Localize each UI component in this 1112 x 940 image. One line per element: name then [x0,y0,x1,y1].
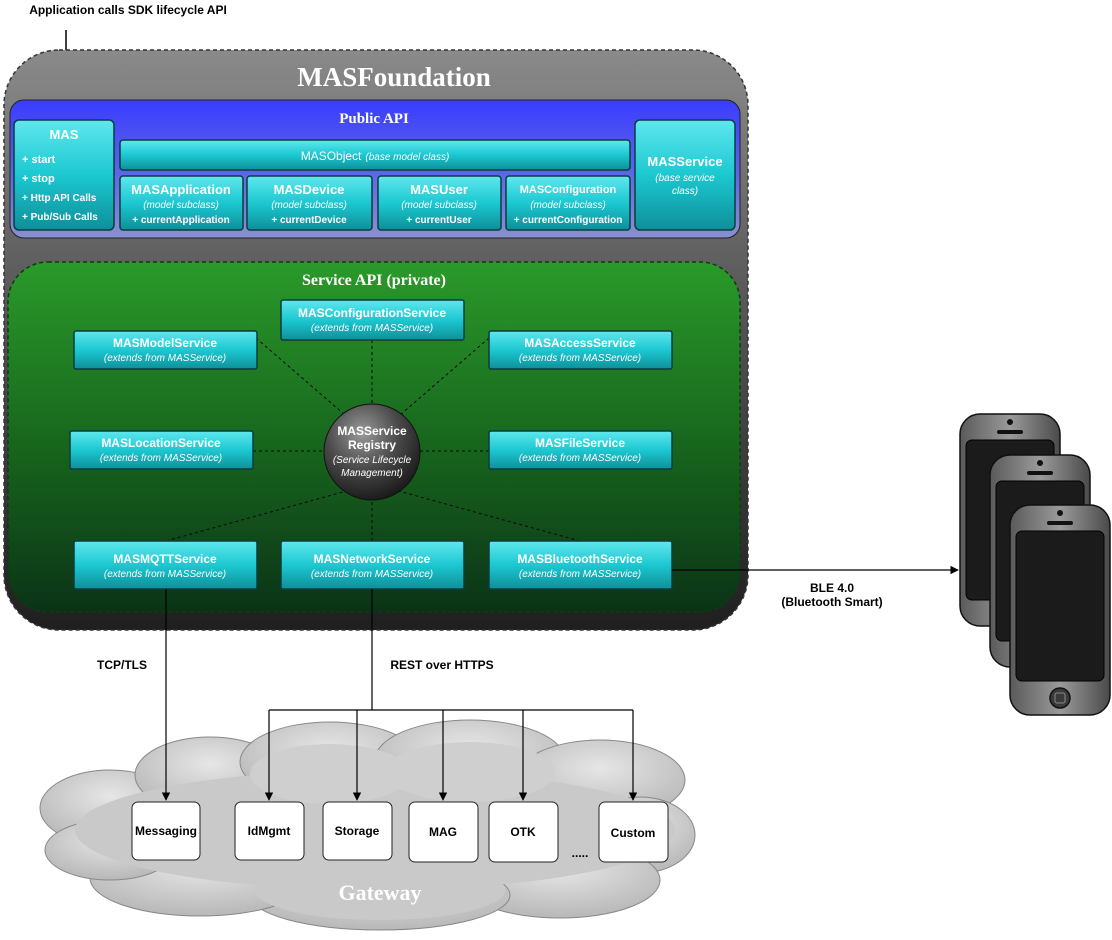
gateway-messaging[interactable]: Messaging [131,801,201,861]
masmodelservice-box[interactable]: MASModelService (extends from MASService… [73,330,258,370]
public-api-title: Public API [339,111,409,127]
mas-method-stop: + stop [22,173,55,185]
masservice-registry[interactable]: MASService Registry (Service Lifecycle M… [323,403,421,501]
masservice-note-1: (base service [655,173,715,184]
gateway-component-label: Storage [335,824,380,838]
tcp-label: TCP/TLS [97,658,147,672]
service-name: MASMQTTService [113,552,217,566]
service-note: (extends from MASService) [311,569,433,580]
masconfiguration-member: + currentConfiguration [514,215,623,226]
masapplication-box[interactable]: MASApplication (model subclass) + curren… [119,175,244,231]
mas-method-http: + Http API Calls [22,193,97,204]
gateway-component-label: Custom [611,826,656,840]
service-api-title: Service API (private) [302,272,446,289]
masfileservice-box[interactable]: MASFileService (extends from MASService) [488,430,673,470]
gateway-ellipsis: ..... [572,846,589,860]
gateway-component-label: IdMgmt [248,824,291,838]
gateway-custom[interactable]: Custom [598,801,669,863]
service-note: (extends from MASService) [311,323,433,334]
masservice-box[interactable]: MASService (base service class) [634,119,736,231]
maslocationservice-box[interactable]: MASLocationService (extends from MASServ… [69,430,254,470]
service-name: MASAccessService [524,336,636,350]
masobject-note: (base model class) [365,152,449,163]
masuser-member: + currentUser [406,215,471,226]
masconfiguration-box[interactable]: MASConfiguration (model subclass) + curr… [505,175,631,231]
gateway-component-label: Messaging [135,824,197,838]
mas-method-pubsub: + Pub/Sub Calls [22,212,98,223]
home-button-icon [1049,687,1071,709]
masnetworkservice-box[interactable]: MASNetworkService (extends from MASServi… [280,540,465,590]
registry-title-2: Registry [348,438,396,452]
registry-note-1: (Service Lifecycle [333,455,412,466]
ble-label-1: BLE 4.0 [810,581,854,595]
gateway-component-label: OTK [510,825,536,839]
service-note: (extends from MASService) [519,453,641,464]
svg-text:MASObject(base model class): MASObject(base model class) [301,149,450,163]
masobject-name: MASObject [301,149,362,163]
ble-label-2: (Bluetooth Smart) [781,595,882,609]
service-name: MASModelService [113,336,217,350]
gateway-storage[interactable]: Storage [322,801,393,861]
masuser-name: MASUser [410,182,468,197]
mas-class-name: MAS [50,127,79,142]
masapplication-member: + currentApplication [132,215,230,226]
service-note: (extends from MASService) [519,353,641,364]
mas-class-box[interactable]: MAS + start + stop + Http API Calls + Pu… [13,119,115,231]
masconfiguration-name: MASConfiguration [520,184,617,196]
masobject-box[interactable]: MASObject(base model class) [119,139,631,171]
service-name: MASFileService [535,436,625,450]
masbluetoothservice-box[interactable]: MASBluetoothService (extends from MASSer… [488,540,673,590]
masfoundation-title: MASFoundation [297,62,491,92]
registry-title-1: MASService [337,424,407,438]
service-name: MASLocationService [101,436,221,450]
service-note: (extends from MASService) [104,353,226,364]
rest-connection [264,589,638,801]
masconfiguration-note: (model subclass) [530,200,606,211]
masapplication-note: (model subclass) [143,200,219,211]
gateway-title: Gateway [338,880,421,905]
masapplication-name: MASApplication [131,182,231,197]
gateway-mag[interactable]: MAG [408,801,479,863]
service-note: (extends from MASService) [519,569,641,580]
gateway-idmgmt[interactable]: IdMgmt [234,801,305,861]
service-note: (extends from MASService) [100,453,222,464]
gateway-otk[interactable]: OTK [488,801,559,863]
mas-method-start: + start [22,154,56,166]
registry-connectors [165,337,581,542]
service-name: MASBluetoothService [517,552,643,566]
masdevice-note: (model subclass) [271,200,347,211]
masdevice-box[interactable]: MASDevice (model subclass) + currentDevi… [246,175,373,231]
masdevice-member: + currentDevice [271,215,347,226]
service-name: MASConfigurationService [298,306,446,320]
top-caption: Application calls SDK lifecycle API [29,3,227,17]
masuser-box[interactable]: MASUser (model subclass) + currentUser [377,175,502,231]
masservice-note-2: class) [672,186,698,197]
masconfigurationservice-box[interactable]: MASConfigurationService (extends from MA… [280,299,465,341]
registry-note-2: Management) [341,468,403,479]
masaccessservice-box[interactable]: MASAccessService (extends from MASServic… [488,330,673,370]
rest-label: REST over HTTPS [390,658,493,672]
phone-device-front [1009,504,1111,716]
masuser-note: (model subclass) [401,200,477,211]
service-name: MASNetworkService [314,552,431,566]
masservice-name: MASService [647,154,722,169]
gateway-component-label: MAG [429,825,457,839]
service-note: (extends from MASService) [104,569,226,580]
masdevice-name: MASDevice [274,182,345,197]
masmqttservice-box[interactable]: MASMQTTService (extends from MASService) [73,540,258,590]
